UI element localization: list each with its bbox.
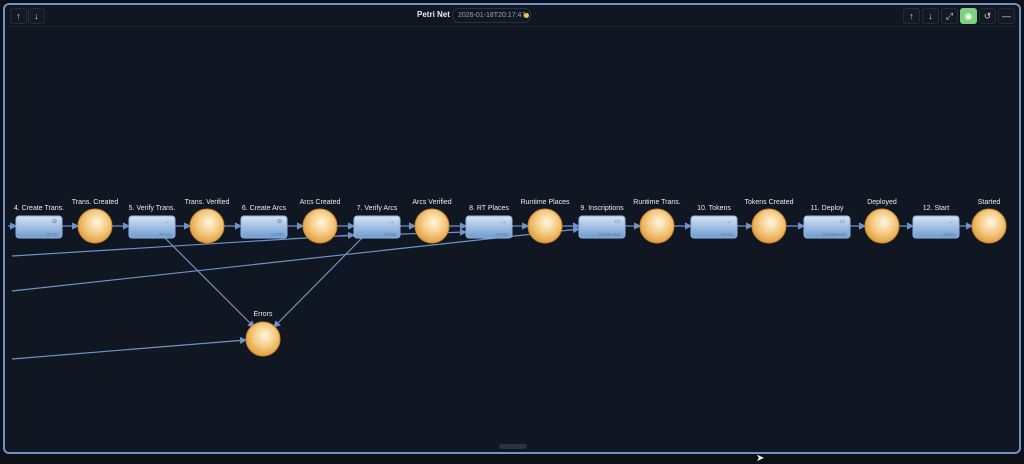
place-circle[interactable] [189, 208, 225, 244]
transition-type-icon: → [389, 219, 395, 225]
scroll-handle[interactable] [499, 444, 527, 449]
transition-label: 9. Inscriptions [580, 205, 624, 212]
place-node[interactable]: Tokens Created [744, 199, 794, 244]
transition-label: 12. Start [923, 205, 950, 212]
transition-box[interactable] [128, 215, 176, 239]
place-circle[interactable] [77, 208, 113, 244]
place-circle[interactable] [751, 208, 787, 244]
place-label: Started [978, 199, 1001, 206]
transition-box[interactable] [578, 215, 626, 239]
place-label: Tokens Created [744, 199, 793, 206]
place-label: Trans. Verified [185, 199, 230, 206]
transition-type-icon: ▭ [839, 219, 845, 225]
place-circle[interactable] [639, 208, 675, 244]
transition-kind: HTTP [46, 232, 58, 237]
place-node[interactable]: Trans. Verified [185, 199, 230, 244]
transition-box[interactable] [803, 215, 851, 239]
timestamp-badge: 2026-01-18T20:17:47 [452, 8, 532, 23]
place-node[interactable]: Started [971, 199, 1007, 244]
transition-type-icon: → [726, 219, 732, 225]
transition-kind: PASS [159, 232, 171, 237]
place-node[interactable]: Trans. Created [72, 199, 119, 244]
arc [11, 231, 356, 257]
transition-node[interactable]: 12. Start → PASS [912, 205, 960, 239]
transition-type-icon: ⊖ [52, 219, 57, 225]
transition-node[interactable]: 11. Deploy ▭ COMMAND [803, 205, 851, 239]
transition-box[interactable] [240, 215, 288, 239]
place-circle[interactable] [245, 321, 281, 357]
place-node[interactable]: Deployed [864, 199, 900, 244]
place-circle[interactable] [971, 208, 1007, 244]
transition-box[interactable] [690, 215, 738, 239]
mouse-cursor: ➤ [756, 453, 765, 464]
place-label: Errors [253, 311, 273, 318]
transition-node[interactable]: 4. Create Trans. ⊖ HTTP [14, 205, 64, 239]
transition-kind: PASS [496, 232, 508, 237]
place-node[interactable]: Arcs Created [300, 199, 341, 244]
place-circle[interactable] [864, 208, 900, 244]
refresh-button[interactable]: ↺ [979, 8, 996, 24]
place-node[interactable]: Runtime Places [520, 199, 570, 244]
transition-node[interactable]: 9. Inscriptions ▭ COMMAND [578, 205, 626, 239]
page-title: Petri Net [417, 10, 450, 19]
arrow-up-button[interactable]: ↑ [903, 8, 920, 24]
place-label: Deployed [867, 199, 897, 206]
expand-button[interactable]: ⤢ [941, 8, 958, 24]
transition-label: 10. Tokens [697, 205, 731, 212]
transition-label: 4. Create Trans. [14, 205, 64, 212]
place-node[interactable]: Runtime Trans. [633, 199, 681, 244]
arrow-down-button[interactable]: ↓ [922, 8, 939, 24]
transition-kind: HTTP [271, 232, 283, 237]
transition-kind: COMMAND [597, 232, 621, 237]
transition-kind: COMMAND [822, 232, 846, 237]
status-dot [524, 13, 529, 18]
transition-type-icon: ▭ [614, 219, 620, 225]
transition-label: 5. Verify Trans. [129, 205, 176, 212]
transition-type-icon: → [948, 219, 954, 225]
transition-label: 6. Create Arcs [242, 205, 287, 212]
transition-type-icon: → [501, 219, 507, 225]
transition-kind: PASS [943, 232, 955, 237]
place-label: Trans. Created [72, 199, 119, 206]
transition-node[interactable]: 10. Tokens → PASS [690, 205, 738, 239]
place-label: Runtime Places [520, 199, 570, 206]
arc [11, 226, 581, 292]
errors-place[interactable]: Errors [245, 311, 281, 357]
window-header: ↑ ↓ Petri Net 2026-01-18T20:17:47 ↑ ↓ ⤢ … [5, 5, 1019, 27]
transition-box[interactable] [912, 215, 960, 239]
arc [11, 336, 248, 360]
place-label: Runtime Trans. [633, 199, 681, 206]
error-arc [273, 237, 363, 328]
minimize-button[interactable]: — [998, 8, 1015, 24]
run-button[interactable]: ◉ [960, 8, 977, 24]
place-label: Arcs Created [300, 199, 341, 206]
transition-node[interactable]: 7. Verify Arcs → PASS [353, 205, 401, 239]
transition-label: 7. Verify Arcs [357, 205, 398, 212]
arrow-up-icon[interactable]: ↑ [10, 8, 27, 24]
transition-label: 8. RT Places [469, 205, 509, 212]
transition-node[interactable]: 6. Create Arcs ⊖ HTTP [240, 205, 288, 239]
place-circle[interactable] [414, 208, 450, 244]
transition-label: 11. Deploy [811, 205, 844, 212]
transition-node[interactable]: 8. RT Places → PASS [465, 205, 513, 239]
place-circle[interactable] [302, 208, 338, 244]
arrow-down-icon[interactable]: ↓ [28, 8, 45, 24]
transition-kind: PASS [384, 232, 396, 237]
place-label: Arcs Verified [412, 199, 451, 206]
error-arc [164, 237, 255, 328]
transition-box[interactable] [465, 215, 513, 239]
transition-node[interactable]: 5. Verify Trans. → PASS [128, 205, 176, 239]
transition-type-icon: ⊖ [277, 219, 282, 225]
transition-kind: PASS [721, 232, 733, 237]
place-node[interactable]: Arcs Verified [412, 199, 452, 244]
transition-box[interactable] [15, 215, 63, 239]
place-circle[interactable] [527, 208, 563, 244]
transition-type-icon: → [164, 219, 170, 225]
transition-box[interactable] [353, 215, 401, 239]
